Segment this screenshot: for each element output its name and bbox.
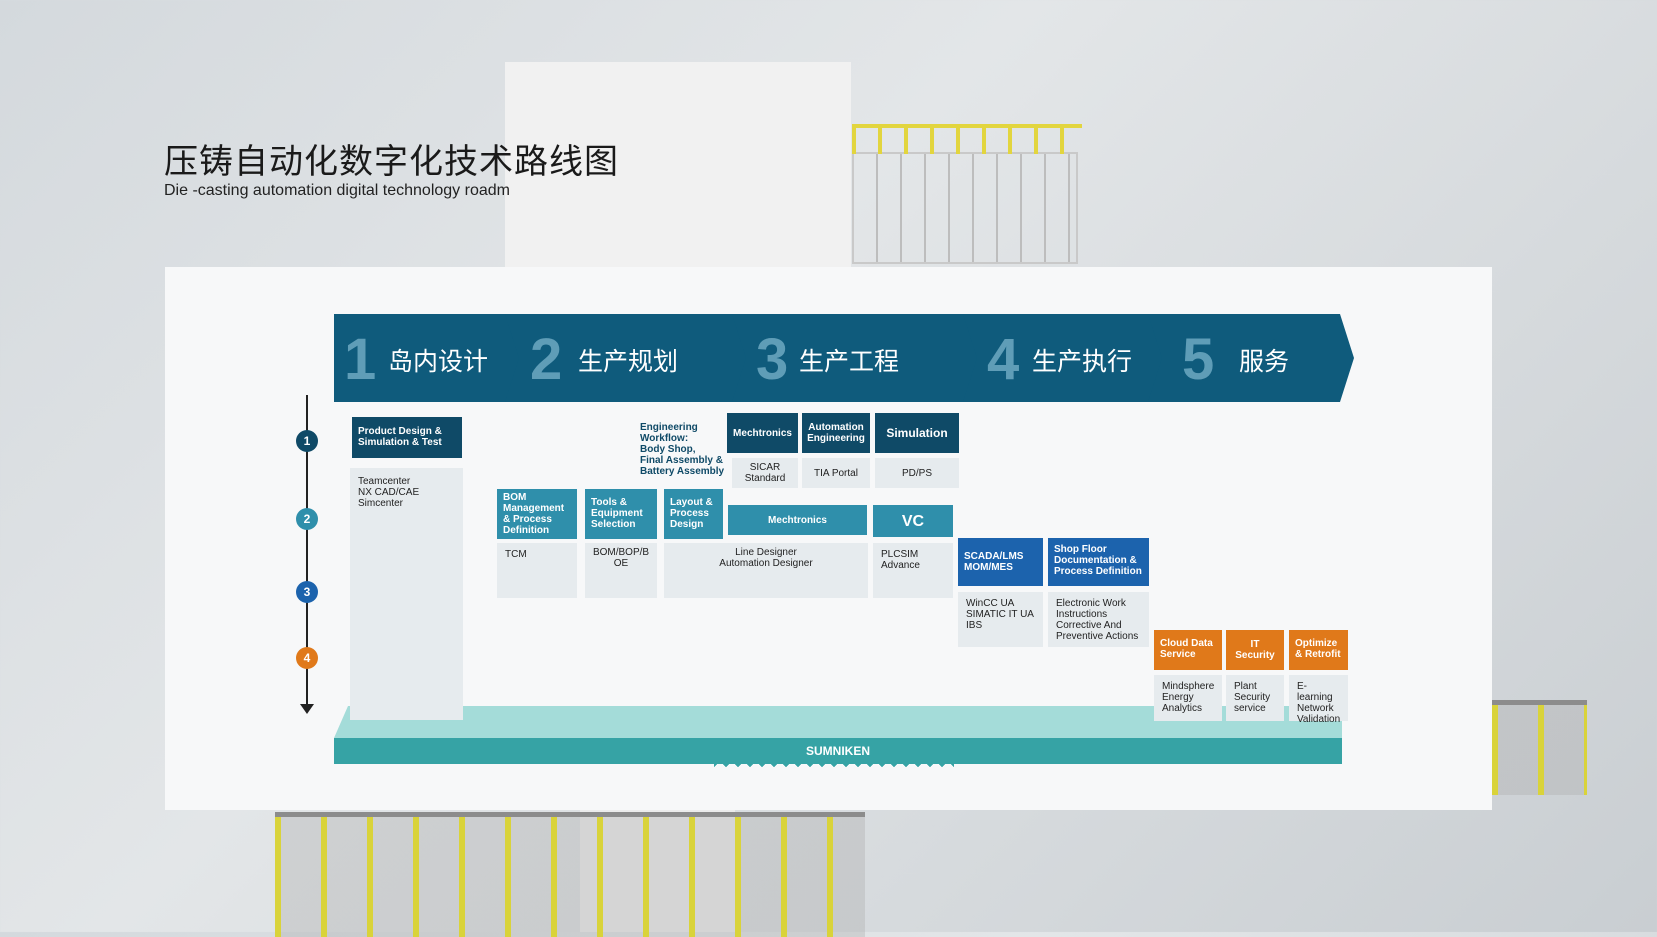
- timeline-step-3: 3: [296, 581, 318, 603]
- background-right-fence: [1492, 700, 1587, 795]
- background-steel-structure: [852, 152, 1078, 264]
- layout-process-box: Layout & Process Design: [664, 489, 723, 539]
- tia-portal-cell: TIA Portal: [802, 458, 870, 488]
- phase-1-number: 1: [344, 327, 377, 392]
- phase-1-arrow: 1 岛内设计: [334, 314, 520, 402]
- phase-2-label: 生产规划: [578, 348, 679, 376]
- bom-management-box: BOM Management & Process Definition: [497, 489, 577, 539]
- phase-5-label: 服务: [1239, 348, 1290, 376]
- scada-mes-box: SCADA/LMS MOM/MES: [958, 538, 1043, 586]
- plant-security-cell: Plant Security service: [1226, 675, 1284, 721]
- electronic-work-cell: Electronic Work Instructions Corrective …: [1048, 592, 1149, 647]
- line-designer-cell: Line Designer Automation Designer: [664, 543, 868, 598]
- engineering-workflow-text: Engineering Workflow: Body Shop, Final A…: [640, 422, 725, 477]
- vc-box: VC: [873, 505, 953, 537]
- phase-1-label: 岛内设计: [388, 348, 489, 376]
- timeline-step-1: 1: [296, 430, 318, 452]
- timeline-arrow-icon: [300, 704, 314, 714]
- phase-3-label: 生产工程: [799, 348, 900, 376]
- timeline-step-2: 2: [296, 508, 318, 530]
- automation-engineering-box: Automation Engineering: [802, 413, 870, 453]
- base-platform-label: SUMNIKEN: [334, 738, 1342, 764]
- mechtronics-mid-box: Mechtronics: [728, 505, 867, 535]
- design-header-box: Product Design & Simulation & Test: [352, 417, 462, 458]
- background-safety-fence: [275, 812, 865, 937]
- background-yellow-railing: [852, 124, 1082, 154]
- base-platform-zigzag: [714, 762, 954, 772]
- phase-4-arrow: 4 生产执行: [963, 314, 1163, 402]
- e-learning-cell: E-learning Network Validation: [1289, 675, 1348, 725]
- background-building: [505, 62, 851, 267]
- design-tools-cell: Teamcenter NX CAD/CAE Simcenter: [350, 468, 463, 720]
- phase-5-number: 5: [1182, 327, 1215, 392]
- page-title: 压铸自动化数字化技术路线图: [164, 143, 619, 181]
- phase-3-number: 3: [756, 327, 789, 392]
- shop-floor-box: Shop Floor Documentation & Process Defin…: [1048, 538, 1149, 586]
- optimize-retrofit-box: Optimize & Retrofit: [1289, 630, 1348, 670]
- tcm-cell: TCM: [497, 543, 577, 598]
- phase-5-arrow: 5 服务: [1148, 314, 1354, 402]
- sicar-cell: SICAR Standard: [732, 458, 798, 488]
- phase-4-label: 生产执行: [1032, 348, 1133, 376]
- phase-2-number: 2: [530, 327, 563, 392]
- phase-2-arrow: 2 生产规划: [505, 314, 747, 402]
- timeline-step-4: 4: [296, 647, 318, 669]
- phase-4-number: 4: [987, 327, 1020, 392]
- pdps-cell: PD/PS: [875, 458, 959, 488]
- timeline-line: [306, 395, 308, 710]
- plcsim-cell: PLCSIM Advance: [873, 543, 953, 598]
- phase-3-arrow: 3 生产工程: [732, 314, 978, 402]
- tools-equipment-box: Tools & Equipment Selection: [585, 489, 657, 539]
- cloud-data-service-box: Cloud Data Service: [1154, 630, 1222, 670]
- bom-bop-cell: BOM/BOP/B OE: [585, 543, 657, 598]
- wincc-cell: WinCC UA SIMATIC IT UA IBS: [958, 592, 1043, 647]
- it-security-box: IT Security: [1226, 630, 1284, 670]
- mindsphere-cell: Mindsphere Energy Analytics: [1154, 675, 1222, 721]
- simulation-box: Simulation: [875, 413, 959, 453]
- mechtronics-top-box: Mechtronics: [727, 413, 798, 453]
- page-subtitle: Die -casting automation digital technolo…: [164, 182, 510, 199]
